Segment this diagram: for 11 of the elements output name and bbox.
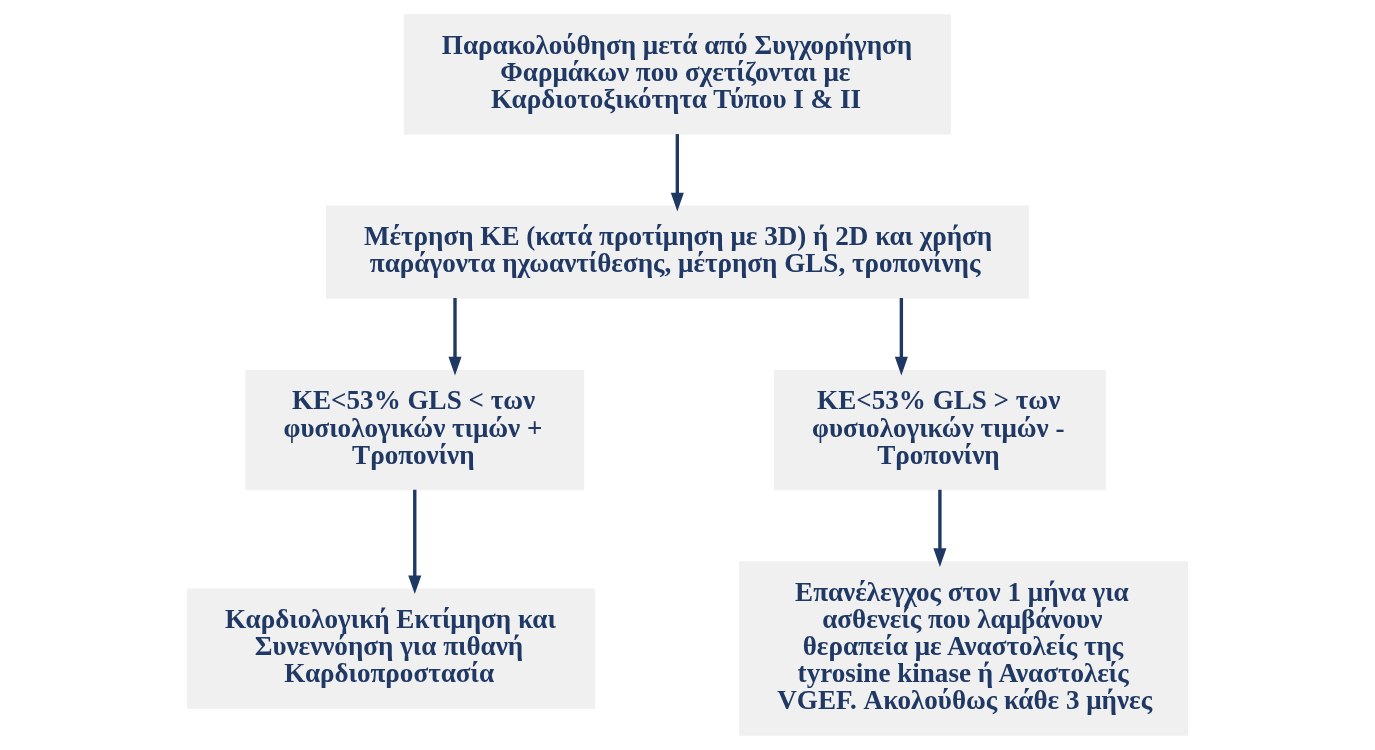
node-box: Παρακολούθηση μετά από Συγχορήγηση Φαρμάκων που σχετίζονται με Καρδιοτοξικότητα Τύπου I & II [403, 14, 951, 135]
arrow [933, 489, 947, 568]
node-box: Μέτρηση ΚΕ (κατά προτίμηση με 3D) ή 2D και χρήση παράγοντα ηχωαντίθεσης, μέτρηση GLS, τροπονίνης [325, 205, 1029, 299]
node-box: ΚΕ<53% GLS < των φυσιολογικών τιμών + Τροπονίνη [245, 369, 585, 491]
node-box: ΚΕ<53% GLS > των φυσιολογικών τιμών - Τροπονίνη [773, 369, 1106, 491]
arrow [670, 134, 684, 212]
arrow [894, 298, 908, 376]
node-box: Επανέλεγχος στον 1 μήνα για ασθενείς που λαμβάνουν θεραπεία με Αναστολείς της tyrosine kinase ή Αναστολείς VGEF. Ακολούθως κάθε 3 μήνες [739, 561, 1189, 736]
node-box: Καρδιολογική Εκτίμηση και Συνεννόηση για πιθανή Καρδιοπροστασία [186, 588, 596, 709]
arrow [408, 489, 422, 595]
arrow [448, 298, 462, 376]
